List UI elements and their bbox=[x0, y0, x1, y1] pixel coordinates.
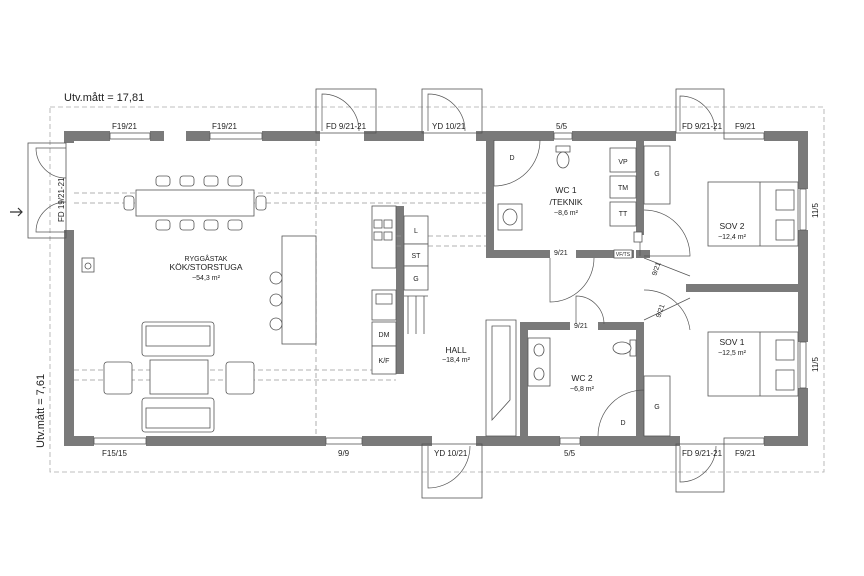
door-label-yd-top: YD 10/21 bbox=[432, 122, 466, 131]
sov1-room-area: ~12,5 m² bbox=[718, 350, 746, 357]
living-furniture bbox=[81, 235, 317, 433]
dining-table bbox=[123, 175, 267, 231]
hall-room-area: ~18,4 m² bbox=[442, 357, 470, 364]
window-label-f9-bottom: F9/21 bbox=[735, 449, 756, 458]
wc1-room-name: WC 1 bbox=[555, 185, 577, 195]
wc2-room-name: WC 2 bbox=[571, 373, 593, 383]
kitchen-roof-label: RYGGÅSTAK bbox=[185, 254, 228, 263]
fixture-vp: VP bbox=[618, 159, 628, 166]
door-label-yd-bottom: YD 10/21 bbox=[434, 449, 468, 458]
door-label-wc2: 9/21 bbox=[574, 323, 588, 330]
sov2-furniture bbox=[643, 145, 799, 247]
entry-arrow-icon bbox=[10, 207, 23, 217]
window-label-55-bottom: 5/5 bbox=[564, 449, 576, 458]
fixture-d-wc1: D bbox=[509, 155, 514, 162]
window-label-99: 9/9 bbox=[338, 449, 350, 458]
exterior-dimension-outline bbox=[49, 106, 825, 473]
exterior-walls bbox=[64, 131, 808, 446]
wc1-fixtures bbox=[497, 145, 643, 259]
wc2-room-area: ~6,8 m² bbox=[570, 386, 595, 393]
window-label-f19-b: F19/21 bbox=[212, 122, 237, 131]
fixture-g-sov1: G bbox=[654, 404, 659, 411]
fixture-g-sov2: G bbox=[654, 171, 659, 178]
exterior-doors bbox=[27, 88, 725, 499]
wc1-room-area: ~8,6 m² bbox=[554, 210, 579, 217]
sov1-furniture bbox=[643, 331, 799, 437]
windows bbox=[93, 132, 807, 445]
window-label-f19-a: F19/21 bbox=[112, 122, 137, 131]
interior-door-swings bbox=[493, 139, 691, 437]
sov2-room-area: ~12,4 m² bbox=[718, 234, 746, 241]
fixture-vf-ts: VF/TS bbox=[616, 252, 631, 258]
fixture-tm: TM bbox=[618, 185, 628, 192]
fixture-dm: DM bbox=[379, 332, 390, 339]
fixture-kf: K/F bbox=[379, 358, 390, 365]
hall-bench bbox=[485, 319, 517, 437]
fixture-st: ST bbox=[412, 253, 422, 260]
fixture-tt: TT bbox=[619, 211, 628, 218]
door-label-sov1: 9/21 bbox=[655, 303, 666, 318]
kitchen-room-area: ~54,3 m² bbox=[192, 275, 220, 282]
fixture-d-wc2: D bbox=[620, 420, 625, 427]
hall-room-name: HALL bbox=[445, 345, 467, 355]
kitchen-room-name: KÖK/STORSTUGA bbox=[169, 262, 242, 272]
window-label-115-a: 11/5 bbox=[811, 202, 820, 218]
window-label-f15: F15/15 bbox=[102, 449, 127, 458]
fixture-l: L bbox=[414, 228, 418, 235]
sov1-room-name: SOV 1 bbox=[719, 337, 744, 347]
door-label-fd-top-left: FD 9/21-21 bbox=[326, 122, 367, 131]
door-label-wc1: 9/21 bbox=[554, 250, 568, 257]
sov2-room-name: SOV 2 bbox=[719, 221, 744, 231]
kitchen-cabinets bbox=[371, 205, 429, 375]
window-label-f9-top: F9/21 bbox=[735, 122, 756, 131]
door-label-fd-top-right: FD 9/21-21 bbox=[682, 122, 723, 131]
door-label-fd-left: FD 19/21-21 bbox=[57, 177, 66, 222]
height-dimension-label: Utv.mått = 7,61 bbox=[35, 374, 47, 448]
window-label-55-top: 5/5 bbox=[556, 122, 568, 131]
door-label-sov2: 9/21 bbox=[651, 261, 662, 276]
interior-walls bbox=[396, 141, 798, 446]
door-label-fd-bottom-right: FD 9/21-21 bbox=[682, 449, 723, 458]
wc2-fixtures bbox=[527, 337, 637, 387]
fixture-g-kitchen: G bbox=[413, 276, 418, 283]
wc1-room-sub: /TEKNIK bbox=[549, 197, 582, 207]
width-dimension-label: Utv.mått = 17,81 bbox=[64, 92, 144, 104]
window-label-115-b: 11/5 bbox=[811, 356, 820, 372]
